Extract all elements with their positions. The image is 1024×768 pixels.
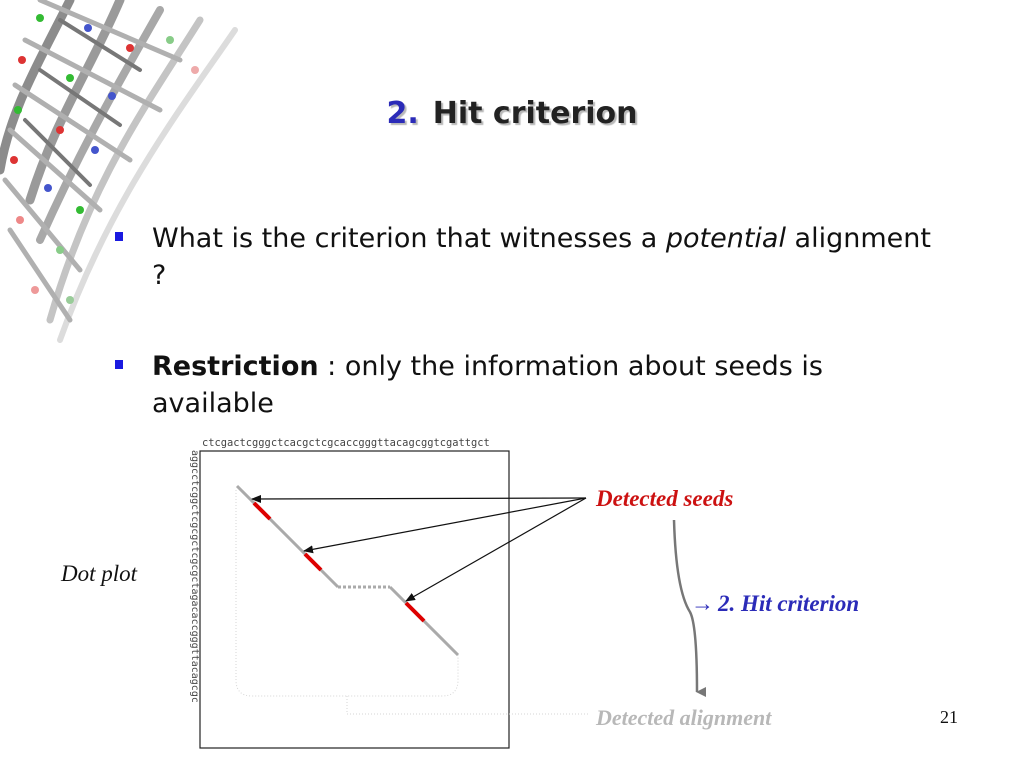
process-flow-arrow bbox=[672, 519, 707, 697]
title-text: Hit criterion bbox=[432, 96, 638, 131]
bullet-text-part: alignment ? bbox=[152, 223, 931, 291]
bullet-text: Restriction : only the information about… bbox=[152, 348, 945, 422]
title-number: 2. bbox=[386, 96, 419, 131]
detected-alignment-label: Detected alignment bbox=[596, 705, 772, 730]
alignment-diagonal-1 bbox=[235, 484, 340, 589]
dna-molecule-image bbox=[0, 0, 238, 343]
bullet-square-icon bbox=[115, 232, 123, 241]
bullet-text: What is the criterion that witnesses a p… bbox=[152, 220, 945, 294]
seed-segment bbox=[252, 501, 272, 521]
seed-pointer-arrow bbox=[303, 497, 587, 554]
hit-criterion-text: 2. Hit criterion bbox=[718, 591, 860, 616]
dot-plot-frame bbox=[199, 450, 510, 749]
detected-seeds-label: Detected seeds bbox=[596, 486, 734, 511]
alignment-leader-line bbox=[346, 696, 590, 715]
bullet-restriction: Restriction : only the information about… bbox=[115, 348, 945, 422]
sequence-horizontal: ctcgactcgggctcacgctcgcaccgggttacagcggtcg… bbox=[202, 437, 490, 449]
page-number: 21 bbox=[940, 707, 958, 727]
seed-pointer-arrow bbox=[251, 494, 587, 503]
bullet-strong: Restriction bbox=[152, 351, 319, 382]
slide-title: 2. Hit criterion bbox=[0, 96, 1024, 131]
bullet-criterion: What is the criterion that witnesses a p… bbox=[115, 220, 945, 294]
seed-pointer-arrow bbox=[405, 497, 587, 602]
alignment-region-outline bbox=[235, 490, 459, 697]
bullet-square-icon bbox=[115, 360, 123, 369]
hit-criterion-label: →2. Hit criterion bbox=[691, 591, 859, 617]
right-arrow-icon: → bbox=[691, 591, 714, 616]
dot-plot-label: Dot plot bbox=[61, 561, 138, 586]
bullet-emphasis: potential bbox=[665, 223, 786, 254]
bullet-text-part: What is the criterion that witnesses a bbox=[152, 223, 666, 254]
bullet-text-part: : only the information about seeds is av… bbox=[152, 351, 823, 419]
seed-segment bbox=[404, 601, 426, 623]
seed-segment bbox=[303, 552, 323, 572]
